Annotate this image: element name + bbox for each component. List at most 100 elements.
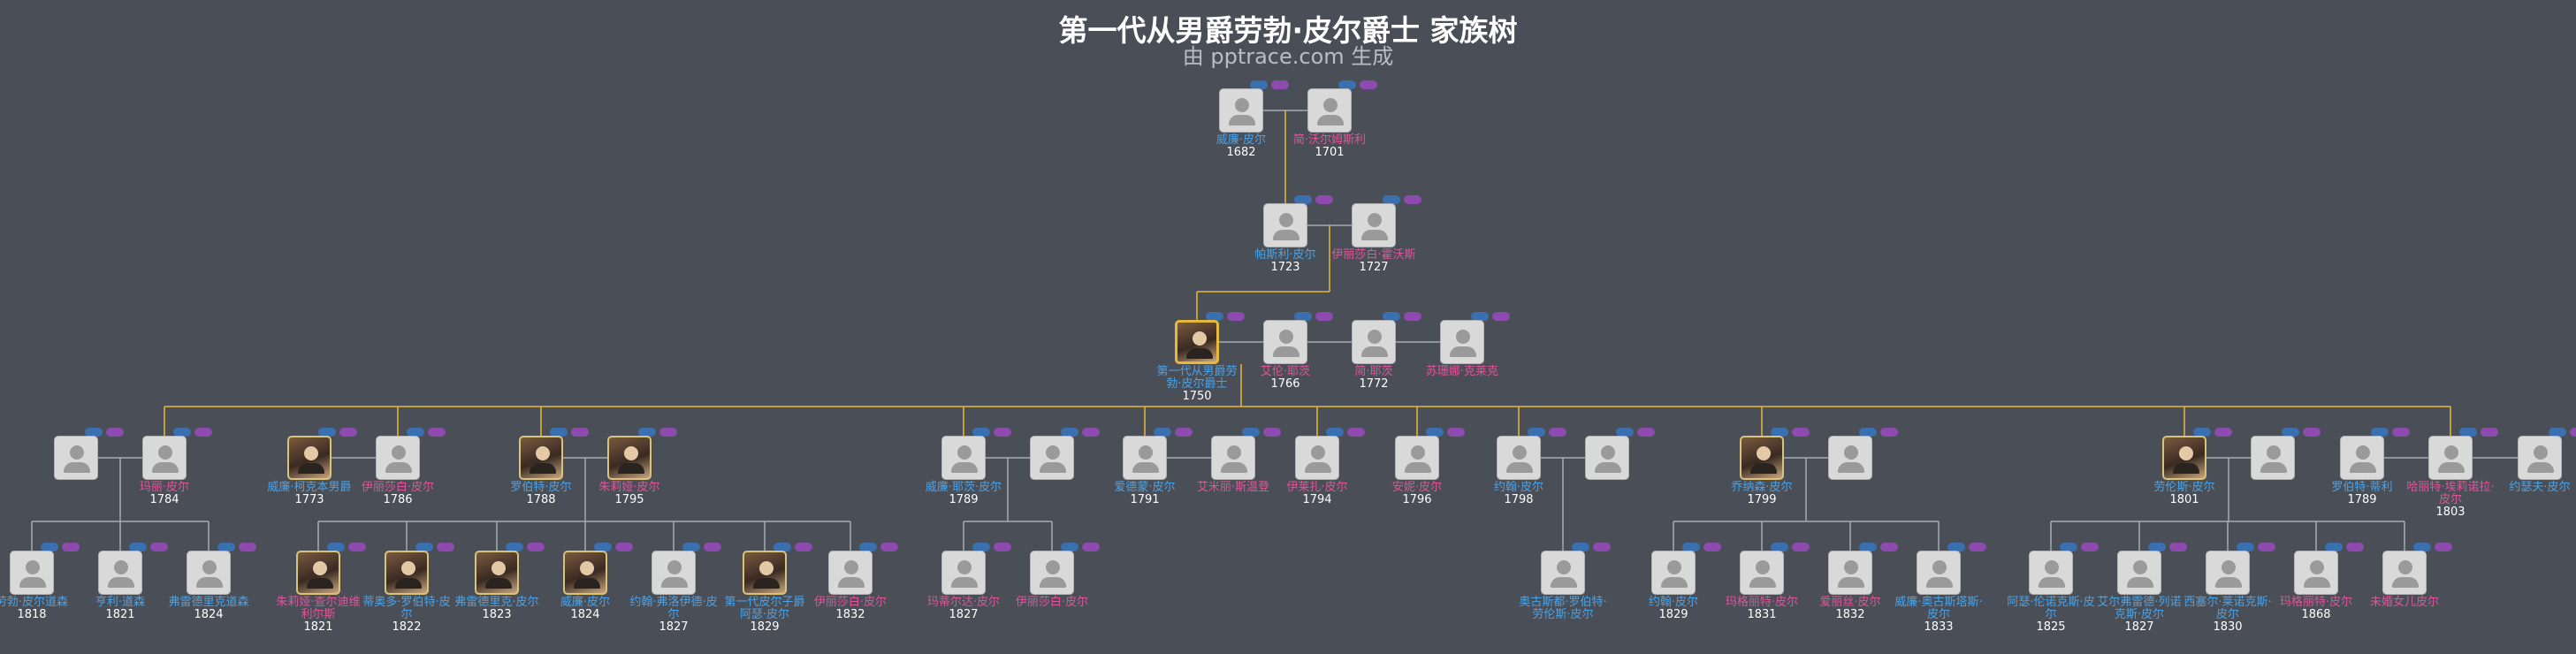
- tag-pill[interactable]: [2282, 428, 2299, 437]
- tag-pill[interactable]: [2325, 543, 2343, 551]
- tag-pill[interactable]: [527, 543, 545, 551]
- avatar-placeholder-icon[interactable]: [941, 551, 986, 595]
- tag-pill[interactable]: [2570, 428, 2576, 437]
- node-tags[interactable]: [1426, 423, 1468, 437]
- node-tags[interactable]: [2413, 538, 2456, 551]
- node-tags[interactable]: [2282, 423, 2324, 437]
- node-tags[interactable]: [2060, 538, 2102, 551]
- tag-pill[interactable]: [85, 428, 103, 437]
- portrait-photo[interactable]: [296, 551, 340, 595]
- node-tags[interactable]: [1528, 423, 1570, 437]
- tag-pill[interactable]: [1859, 543, 1877, 551]
- node-tags[interactable]: [1682, 538, 1725, 551]
- tag-pill[interactable]: [1263, 428, 1281, 437]
- node-tags[interactable]: [85, 423, 127, 437]
- node-tags[interactable]: [1326, 423, 1368, 437]
- portrait-photo[interactable]: [743, 551, 787, 595]
- node-tags[interactable]: [1250, 76, 1292, 89]
- person-node[interactable]: [32, 428, 124, 480]
- avatar-placeholder-icon[interactable]: [1541, 551, 1585, 595]
- node-tags[interactable]: [972, 538, 1015, 551]
- avatar-placeholder-icon[interactable]: [1263, 320, 1307, 364]
- person-node[interactable]: 苏珊娜·克莱克: [1418, 312, 1510, 378]
- tag-pill[interactable]: [638, 428, 656, 437]
- tag-pill[interactable]: [1315, 195, 1333, 204]
- avatar-placeholder-icon[interactable]: [142, 436, 187, 480]
- tag-pill[interactable]: [1880, 543, 1898, 551]
- tag-pill[interactable]: [1315, 312, 1333, 321]
- avatar-placeholder-icon[interactable]: [1307, 88, 1352, 133]
- portrait-photo[interactable]: [607, 436, 652, 480]
- tag-pill[interactable]: [571, 428, 589, 437]
- tag-pill[interactable]: [1771, 543, 1788, 551]
- tag-pill[interactable]: [1383, 195, 1400, 204]
- tag-pill[interactable]: [1294, 312, 1312, 321]
- node-tags[interactable]: [859, 538, 902, 551]
- avatar-placeholder-icon[interactable]: [1395, 436, 1439, 480]
- node-tags[interactable]: [2193, 423, 2236, 437]
- node-tags[interactable]: [2148, 538, 2191, 551]
- tag-pill[interactable]: [2481, 428, 2498, 437]
- tag-pill[interactable]: [2371, 428, 2389, 437]
- node-tags[interactable]: [594, 538, 636, 551]
- tag-pill[interactable]: [1471, 312, 1489, 321]
- person-node[interactable]: 艾米丽·斯温登: [1189, 428, 1281, 494]
- tag-pill[interactable]: [1326, 428, 1344, 437]
- tag-pill[interactable]: [1859, 428, 1877, 437]
- tag-pill[interactable]: [318, 428, 336, 437]
- tag-pill[interactable]: [106, 428, 124, 437]
- tag-pill[interactable]: [1771, 428, 1788, 437]
- node-tags[interactable]: [1771, 423, 1813, 437]
- tag-pill[interactable]: [682, 543, 700, 551]
- portrait-photo[interactable]: [287, 436, 332, 480]
- portrait-photo[interactable]: [1740, 436, 1784, 480]
- tag-pill[interactable]: [615, 543, 633, 551]
- tag-pill[interactable]: [129, 543, 147, 551]
- node-tags[interactable]: [506, 538, 548, 551]
- tag-pill[interactable]: [1082, 428, 1100, 437]
- avatar-placeholder-icon[interactable]: [1740, 551, 1784, 595]
- node-tags[interactable]: [407, 423, 449, 437]
- tag-pill[interactable]: [1637, 428, 1655, 437]
- tag-pill[interactable]: [1383, 312, 1400, 321]
- tag-pill[interactable]: [2169, 543, 2187, 551]
- avatar-placeholder-icon[interactable]: [98, 551, 142, 595]
- avatar-placeholder-icon[interactable]: [2382, 551, 2427, 595]
- tag-pill[interactable]: [994, 543, 1011, 551]
- tag-pill[interactable]: [1549, 428, 1566, 437]
- node-tags[interactable]: [2237, 538, 2279, 551]
- tag-pill[interactable]: [437, 543, 454, 551]
- tag-pill[interactable]: [194, 428, 212, 437]
- avatar-placeholder-icon[interactable]: [2518, 436, 2562, 480]
- avatar-placeholder-icon[interactable]: [1352, 320, 1396, 364]
- node-tags[interactable]: [327, 538, 370, 551]
- tag-pill[interactable]: [1682, 543, 1700, 551]
- tag-pill[interactable]: [859, 543, 877, 551]
- node-tags[interactable]: [1242, 423, 1284, 437]
- node-tags[interactable]: [1294, 308, 1337, 321]
- avatar-placeholder-icon[interactable]: [1917, 551, 1961, 595]
- avatar-placeholder-icon[interactable]: [1030, 436, 1074, 480]
- tag-pill[interactable]: [1792, 543, 1810, 551]
- tag-pill[interactable]: [2303, 428, 2321, 437]
- avatar-placeholder-icon[interactable]: [1123, 436, 1167, 480]
- tag-pill[interactable]: [1404, 195, 1421, 204]
- person-node[interactable]: 未婚女儿皮尔: [2360, 543, 2452, 609]
- tag-pill[interactable]: [1616, 428, 1634, 437]
- tag-pill[interactable]: [327, 543, 345, 551]
- node-tags[interactable]: [2549, 423, 2576, 437]
- tag-pill[interactable]: [550, 428, 568, 437]
- node-tags[interactable]: [2371, 423, 2413, 437]
- tag-pill[interactable]: [1227, 312, 1245, 321]
